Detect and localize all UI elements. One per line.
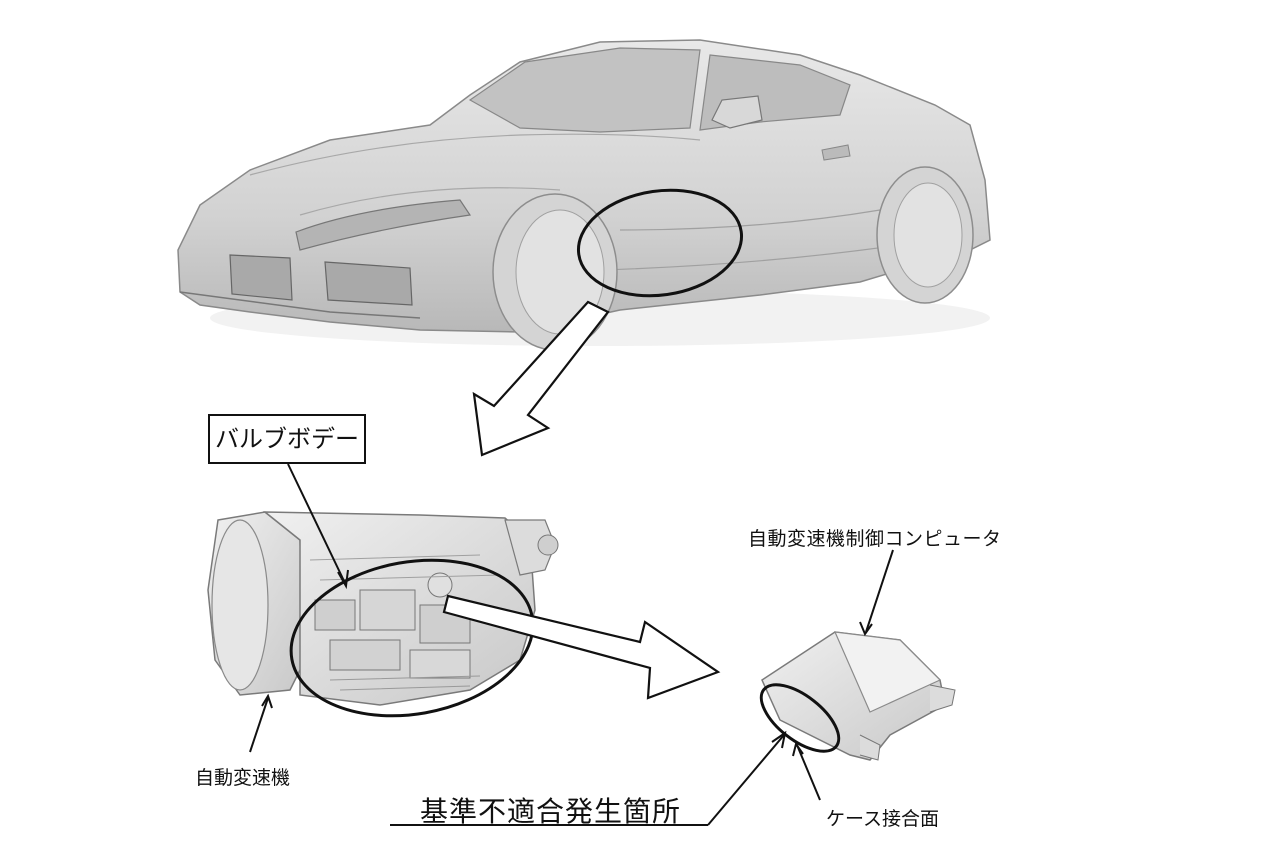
case-mating-surface-label: ケース接合面 <box>826 808 940 830</box>
car-transmission-highlight <box>576 188 744 298</box>
car-to-transmission-arrow <box>472 300 610 457</box>
valve-body-to-ecu-arrow <box>442 594 721 700</box>
automatic-transmission-label: 自動変速機 <box>195 767 291 789</box>
defect-location-label: 基準不適合発生箇所 <box>420 795 682 828</box>
automatic-transmission-illustration <box>207 511 559 706</box>
leader-lines <box>249 463 894 826</box>
sports-car-illustration <box>177 39 991 351</box>
ecu-label: 自動変速機制御コンピュータ <box>748 528 1002 550</box>
case-mating-surface-highlight <box>759 683 841 753</box>
valve-body-label: バルブボデー <box>208 414 366 464</box>
transmission-control-computer-illustration <box>761 631 956 761</box>
